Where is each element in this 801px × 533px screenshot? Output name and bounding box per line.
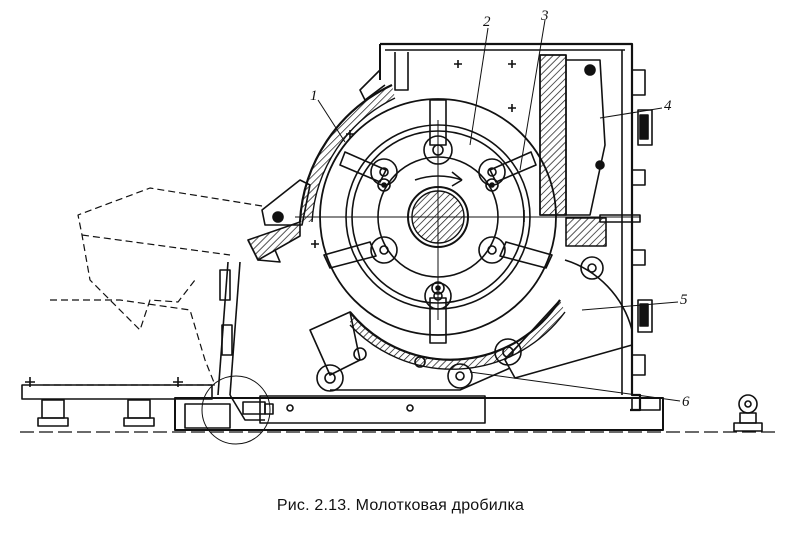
- callout-2: 2: [483, 14, 491, 30]
- hammer-crusher-drawing: 1 2 3 4 5 6: [20, 8, 780, 445]
- crusher-housing: [311, 42, 653, 412]
- base-frame: [174, 395, 664, 431]
- hammers: [323, 99, 553, 344]
- impact-plates: [523, 54, 641, 247]
- callout-5: 5: [680, 292, 688, 308]
- swing-frame-5: [316, 256, 633, 392]
- support-feet-left: [21, 377, 213, 427]
- leader-lines: [317, 19, 681, 402]
- feed-hopper: [359, 52, 409, 101]
- callout-1: 1: [310, 88, 318, 104]
- grate-6: [309, 299, 566, 376]
- cover-plate-1: [247, 84, 396, 263]
- cover-open-position: [77, 187, 263, 331]
- left-wall: [217, 261, 274, 421]
- callout-3: 3: [540, 8, 549, 24]
- support-foot-right: [733, 394, 763, 432]
- callout-6: 6: [682, 394, 690, 410]
- figure-caption: Рис. 2.13. Молотковая дробилка: [276, 497, 525, 514]
- detail-circle: [201, 375, 271, 445]
- rotor: [319, 98, 557, 336]
- callout-4: 4: [664, 98, 672, 114]
